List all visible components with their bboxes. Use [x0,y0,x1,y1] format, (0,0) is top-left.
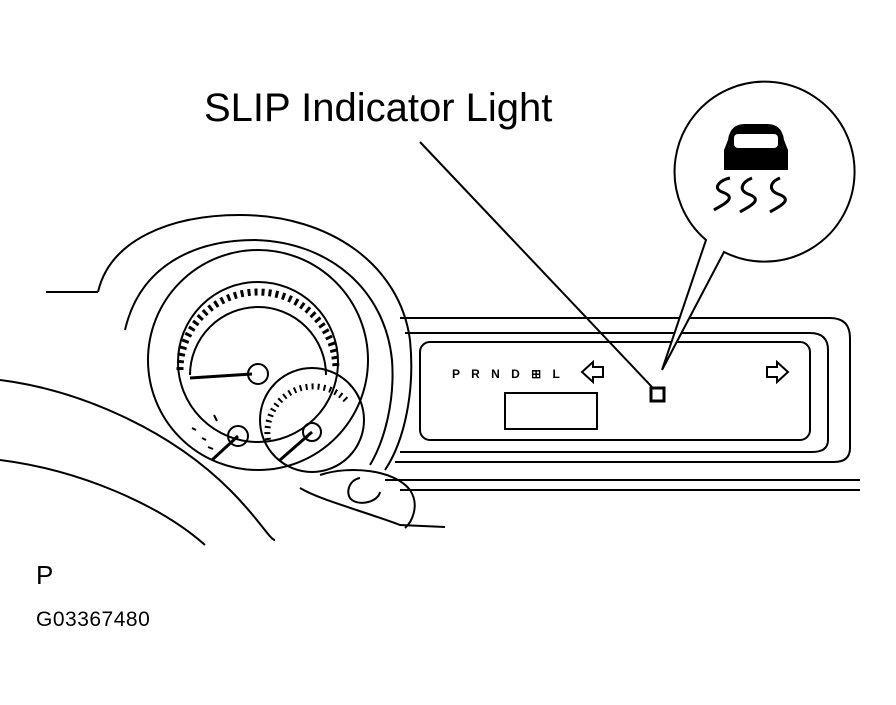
view-label: P [36,560,54,590]
steering-wheel-button [347,477,381,504]
shift-indicator-letters: P R N D ⊞ L [452,367,564,381]
speedometer-dial [259,367,365,473]
dash-panel-inner [400,332,829,453]
tachometer-hub [247,363,269,385]
tachometer-needle [189,372,253,380]
tachometer-face [177,281,339,443]
cluster-hood-inner [124,238,394,466]
dash-lower-edge [385,479,860,491]
steering-wheel-rim [0,379,276,541]
speedometer-needle [279,430,313,462]
slip-indicator-lamp [649,386,666,403]
callout-leader-line [419,141,653,388]
slip-indicator-callout-label: SLIP Indicator Light [204,86,553,130]
tachometer-inner-arc [189,306,327,376]
cluster-hood [97,213,413,471]
callout-bubble [661,80,856,371]
right-turn-arrow-icon [766,359,790,385]
speedometer-hub [302,422,322,442]
fuel-gauge-ticks [191,414,218,450]
speedometer-scale [264,383,349,441]
steering-wheel-inner [0,459,206,546]
display-box [419,341,811,441]
fuel-gauge-hub [227,425,249,447]
steering-wheel-spoke [299,469,446,529]
slip-car-icon [713,124,788,214]
odometer-window [504,392,598,430]
tachometer-scale [176,288,340,371]
left-turn-arrow-icon [580,359,604,385]
tachometer-dial [147,249,369,471]
dash-panel-outline [46,291,851,463]
fuel-gauge-needle [210,434,240,462]
figure-id: G03367480 [36,608,151,631]
